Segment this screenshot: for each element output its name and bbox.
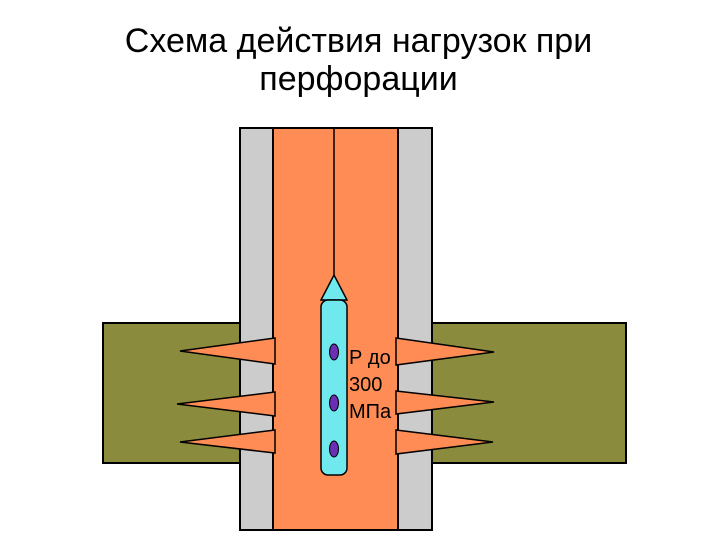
casing bbox=[239, 127, 433, 531]
title-line-1: Схема действия нагрузок при bbox=[124, 22, 593, 60]
diagram-title: Схема действия нагрузок при перфорации bbox=[0, 22, 717, 98]
pressure-label-line-2: 300 bbox=[349, 374, 382, 396]
charge-3 bbox=[329, 440, 339, 458]
jet-right-3 bbox=[395, 429, 494, 455]
title-line-2: перфорации bbox=[259, 60, 458, 98]
jet-left-2 bbox=[176, 391, 276, 417]
jet-left-3 bbox=[179, 429, 276, 454]
pressure-label-line-1: Р до bbox=[349, 347, 391, 369]
perforator-body bbox=[320, 299, 348, 476]
casing-right-wall bbox=[397, 127, 433, 531]
charge-1 bbox=[329, 343, 339, 361]
perforation-jets bbox=[176, 337, 495, 455]
pressure-label: Р до 300 МПа bbox=[349, 347, 392, 423]
pressure-label-line-3: МПа bbox=[349, 401, 392, 423]
jet-right-1 bbox=[395, 337, 495, 366]
charge-2 bbox=[329, 394, 339, 412]
casing-left-wall bbox=[239, 127, 274, 531]
perforator-gun bbox=[319, 273, 349, 476]
jet-left-1 bbox=[179, 337, 276, 365]
jet-right-2 bbox=[395, 390, 495, 415]
